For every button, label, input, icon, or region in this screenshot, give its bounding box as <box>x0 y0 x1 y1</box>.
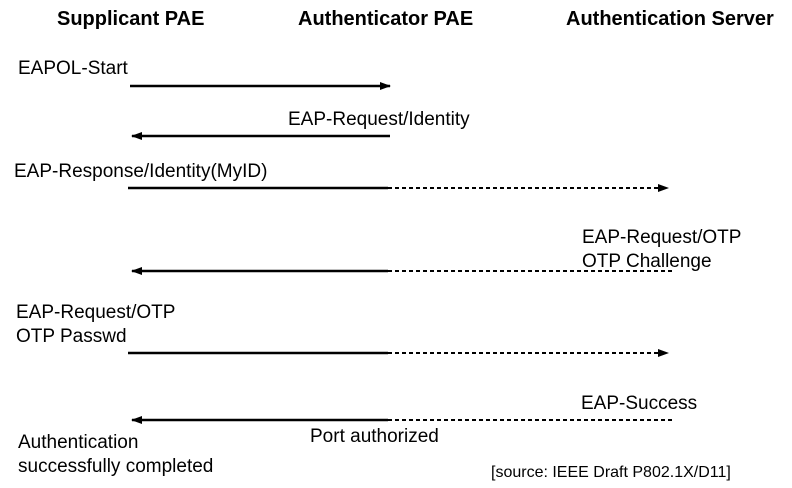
source-citation: [source: IEEE Draft P802.1X/D11] <box>491 464 731 481</box>
column-header-authentication-server: Authentication Server <box>566 8 774 30</box>
message-label-eap-request-otp-left: EAP-Request/OTP <box>16 302 176 323</box>
message-label-eapol-start: EAPOL-Start <box>18 58 128 79</box>
message-label-eap-response-identity: EAP-Response/Identity(MyID) <box>14 161 268 182</box>
completion-label-line1: Authentication <box>18 432 139 453</box>
message-label-otp-challenge: OTP Challenge <box>582 251 712 272</box>
message-label-eap-request-otp: EAP-Request/OTP <box>582 227 742 248</box>
column-header-authenticator-pae: Authenticator PAE <box>298 8 474 30</box>
message-label-eap-request-identity: EAP-Request/Identity <box>288 109 470 130</box>
message-label-otp-passwd: OTP Passwd <box>16 326 127 347</box>
message-label-eap-success: EAP-Success <box>581 393 698 414</box>
completion-label-line2: successfully completed <box>18 456 214 477</box>
column-header-supplicant-pae: Supplicant PAE <box>57 8 205 30</box>
port-authorized-label: Port authorized <box>310 426 439 447</box>
